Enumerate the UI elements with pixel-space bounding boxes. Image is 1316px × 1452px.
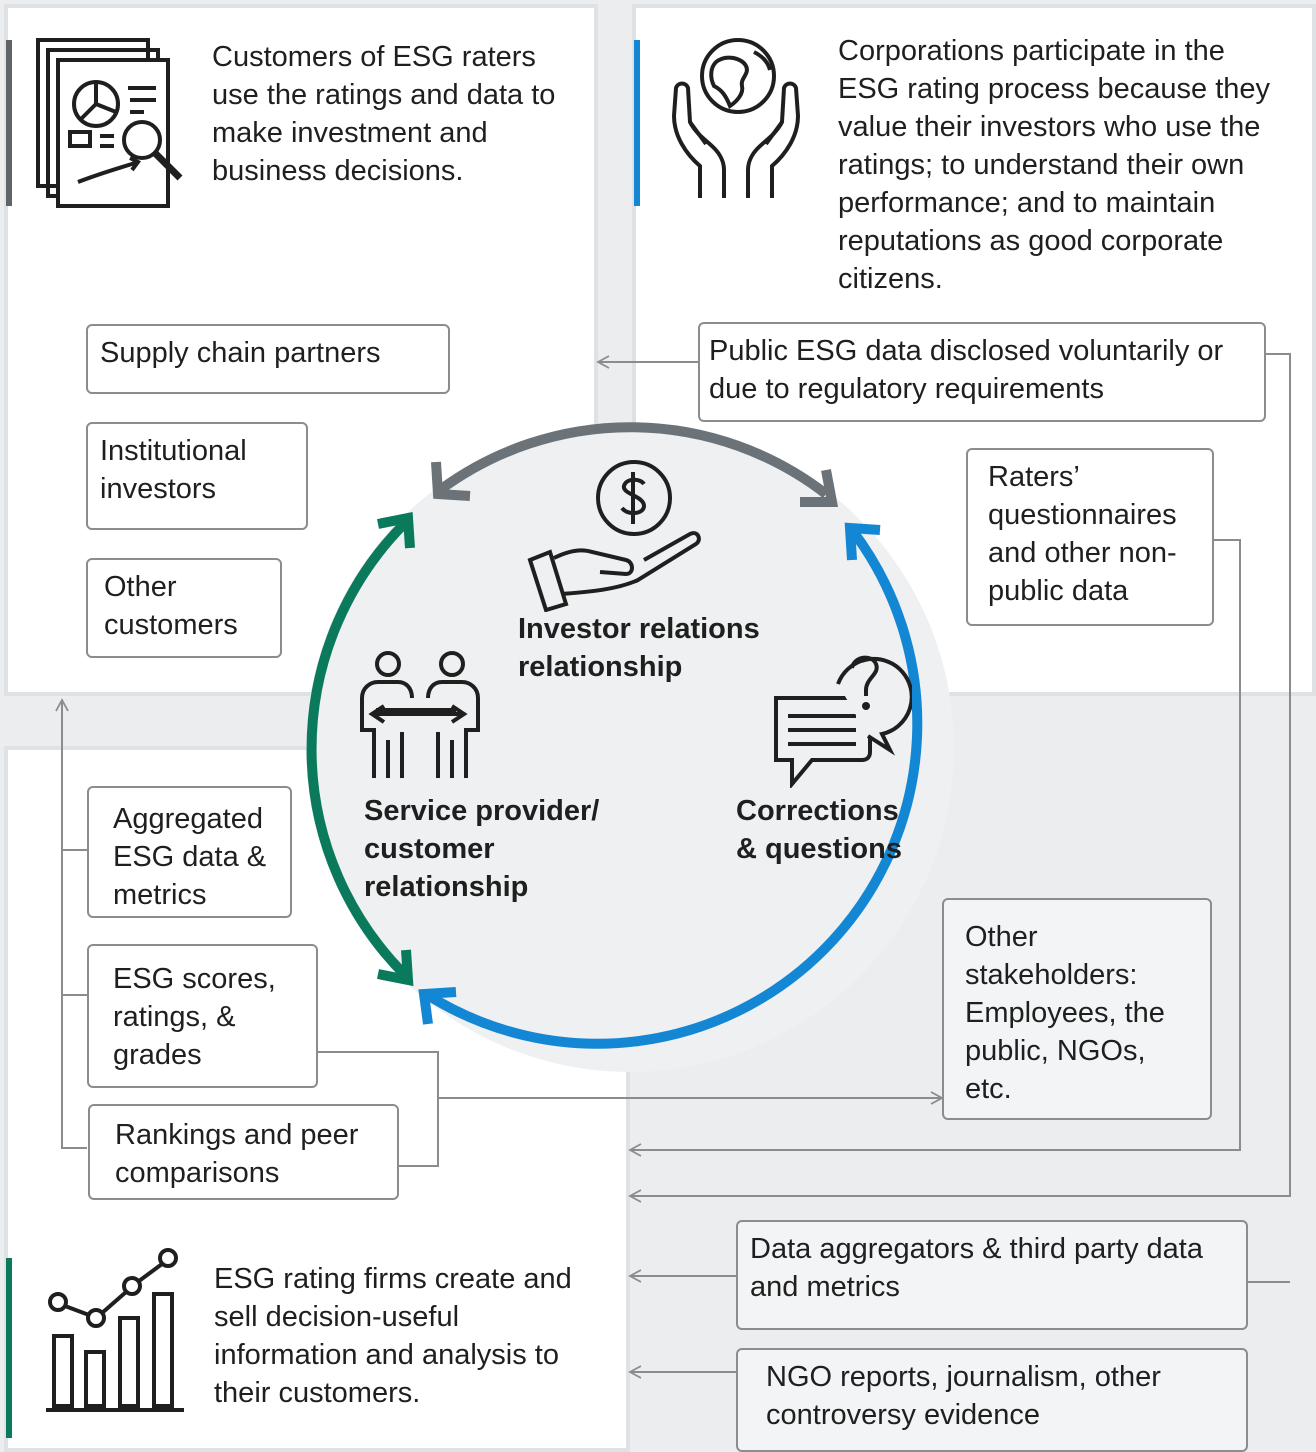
- data-aggregators-box: Data aggregators & third party data and …: [736, 1220, 1248, 1330]
- customers-accent-bar: [6, 40, 12, 206]
- dollar-hand-icon: [527, 460, 701, 612]
- institutional-investors-box: Institutional investors: [86, 422, 308, 530]
- supply-chain-partners-box: Supply chain partners: [86, 324, 450, 394]
- rating-firms-accent-bar: [6, 1258, 12, 1438]
- aggregated-esg-data-box: Aggregated ESG data & metrics: [87, 786, 292, 918]
- other-stakeholders-box: Other stakeholders: Employees, the publi…: [942, 898, 1212, 1120]
- corporations-description: Corporations participate in the ESG rati…: [838, 35, 1271, 295]
- rankings-box: Rankings and peer comparisons: [88, 1104, 399, 1200]
- service-provider-label: Service provider/ customer relationship: [364, 795, 600, 903]
- people-exchange-icon: [360, 651, 480, 778]
- globe-hands-icon: [671, 38, 801, 198]
- public-data-return-line: [628, 353, 1291, 1203]
- cycle-circle: [306, 424, 954, 1072]
- customers-description: Customers of ESG raters use the ratings …: [212, 41, 556, 187]
- other-customers-box: Other customers: [86, 558, 282, 658]
- report-magnifier-icon: [36, 38, 183, 208]
- investor-relations-label: Investor relations relationship: [518, 613, 760, 683]
- green-arc: [306, 518, 410, 980]
- questionnaires-return-line: [628, 539, 1241, 1157]
- grey-arc: [437, 422, 830, 498]
- products-to-customers-line: [61, 849, 87, 1149]
- raters-questionnaires-box: Raters’ questionnaires and other non-pub…: [966, 448, 1214, 626]
- growth-chart-icon: [46, 1248, 184, 1412]
- corporations-accent-bar: [634, 40, 640, 206]
- esg-scores-box: ESG scores, ratings, & grades: [87, 944, 318, 1088]
- blue-arc: [423, 526, 923, 1049]
- public-esg-data-box: Public ESG data disclosed voluntarily or…: [698, 322, 1266, 422]
- corrections-label: Corrections & questions: [736, 795, 902, 865]
- rating-firms-description: ESG rating firms create and sell decisio…: [214, 1263, 572, 1409]
- speech-question-icon: [774, 655, 912, 788]
- ngo-reports-box: NGO reports, journalism, other controver…: [736, 1348, 1248, 1452]
